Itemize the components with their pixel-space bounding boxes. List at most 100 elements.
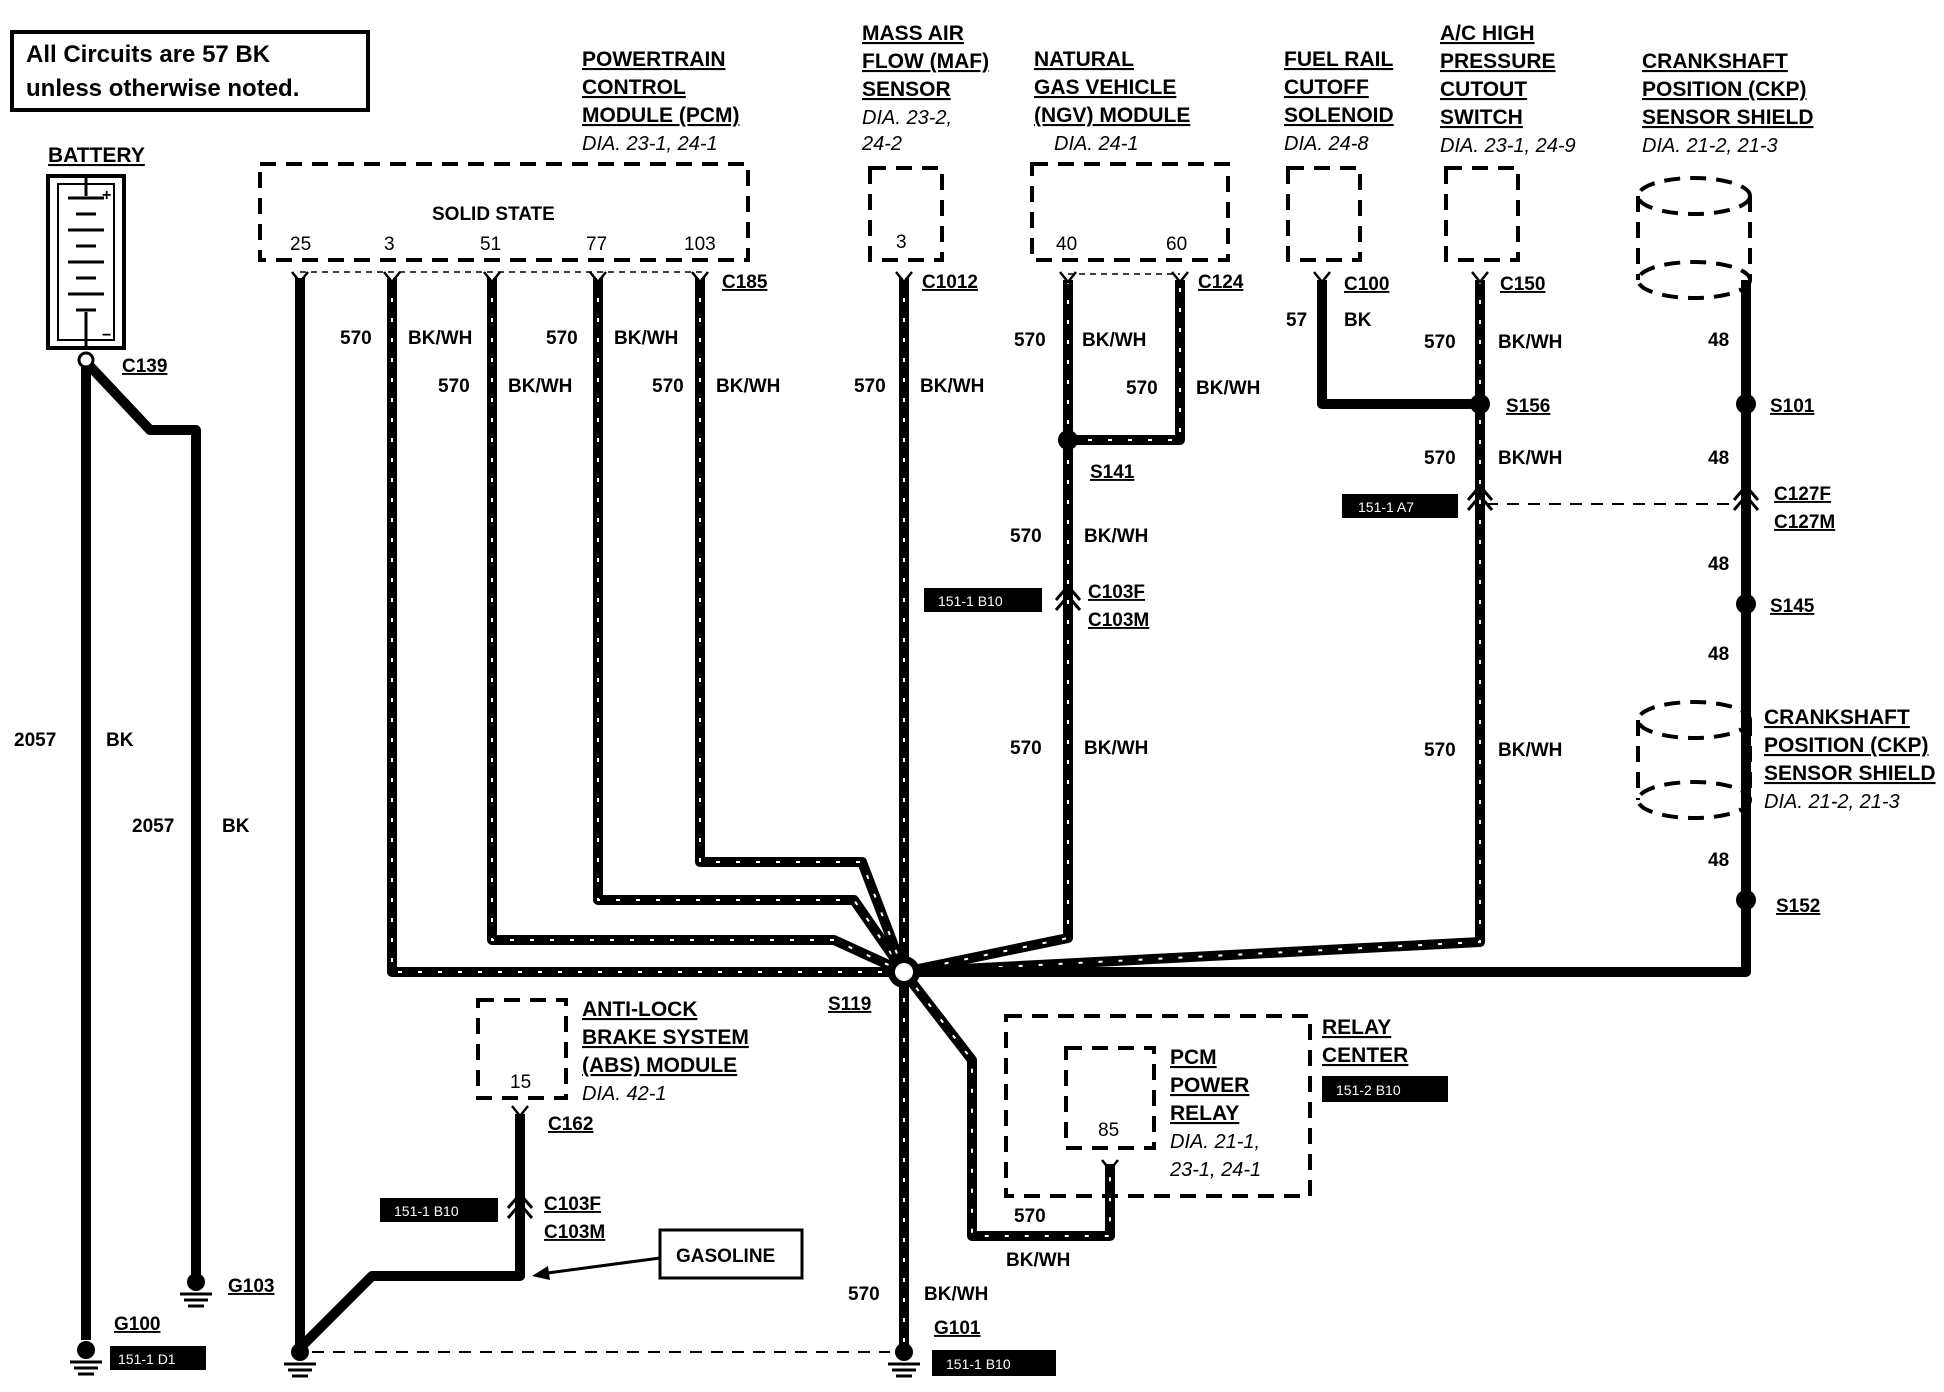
- pcm-solid-state: SOLID STATE: [432, 204, 555, 225]
- ground-icon: [180, 1292, 212, 1308]
- lbl-570: 570: [1424, 332, 1456, 353]
- battery: BATTERY + −: [46, 144, 145, 350]
- circuit-2057-b: 2057: [132, 816, 174, 837]
- battery-cells-icon: [68, 178, 104, 346]
- svg-text:S119: S119: [828, 994, 871, 1015]
- lbl-bkwh: BK/WH: [1498, 332, 1562, 353]
- lbl-bkwh: BK/WH: [508, 376, 572, 397]
- conn-c100: C100: [1344, 274, 1389, 295]
- ac-label-2: PRESSURE: [1440, 50, 1556, 73]
- ngv-module: NATURAL GAS VEHICLE (NGV) MODULE DIA. 24…: [1030, 48, 1244, 293]
- ground-icon: [888, 1362, 920, 1378]
- abs-label-3: (ABS) MODULE: [582, 1054, 737, 1077]
- ckp-label-2: POSITION (CKP): [1642, 78, 1807, 101]
- ngv-label-3: (NGV) MODULE: [1034, 104, 1190, 127]
- lbl-570: 570: [1010, 738, 1042, 759]
- lbl-570: 570: [854, 376, 886, 397]
- conn-c103f-ngv: C103F: [1088, 582, 1145, 603]
- ground-icon: [284, 1362, 316, 1378]
- ckp-label-3: SENSOR SHIELD: [1642, 106, 1814, 129]
- splice-s152: S152: [1736, 890, 1820, 917]
- reference-tags: 151-1 A7 151-1 B10 151-1 B10 151-1 B10: [380, 494, 1458, 1376]
- ngv-pin-40: 40: [1056, 234, 1077, 255]
- lbl-570: 570: [652, 376, 684, 397]
- ckp-sensor-shield-top: CRANKSHAFT POSITION (CKP) SENSOR SHIELD …: [1636, 50, 1814, 300]
- lbl-bkwh: BK/WH: [1498, 448, 1562, 469]
- relay-label-1: PCM: [1170, 1046, 1217, 1069]
- circuit-bk-a: BK: [106, 730, 134, 751]
- maf-label-1: MASS AIR: [862, 22, 964, 45]
- ground-g103: G103: [180, 1273, 274, 1308]
- lbl-bk: BK: [1344, 310, 1372, 331]
- lbl-48: 48: [1708, 644, 1729, 665]
- ac-cutout-switch: A/C HIGH PRESSURE CUTOUT SWITCH DIA. 23-…: [1440, 22, 1576, 295]
- svg-text:S152: S152: [1776, 896, 1820, 917]
- svg-text:S101: S101: [1770, 396, 1815, 417]
- fuelrail-dia: DIA. 24-8: [1284, 133, 1368, 155]
- lbl-48: 48: [1708, 554, 1729, 575]
- ac-label-4: SWITCH: [1440, 106, 1523, 129]
- ground-g100-label: G100: [114, 1314, 160, 1335]
- conn-c124: C124: [1198, 272, 1244, 293]
- pcm-pin-77: 77: [586, 234, 607, 255]
- lbl-bkwh: BK/WH: [924, 1284, 988, 1305]
- ac-label-1: A/C HIGH: [1440, 22, 1535, 45]
- ckp-mid-label-1: CRANKSHAFT: [1764, 706, 1910, 729]
- relay-label-3: RELAY: [1170, 1102, 1239, 1125]
- lbl-570: 570: [340, 328, 372, 349]
- maf-label-2: FLOW (MAF): [862, 50, 989, 73]
- conn-c127f: C127F: [1774, 484, 1831, 505]
- maf-label-3: SENSOR: [862, 78, 951, 101]
- lbl-48: 48: [1708, 330, 1729, 351]
- lbl-bkwh: BK/WH: [614, 328, 678, 349]
- conn-c103m-ngv: C103M: [1088, 610, 1149, 631]
- lbl-bkwh: BK/WH: [1084, 738, 1148, 759]
- lbl-570: 570: [1424, 448, 1456, 469]
- ac-dia: DIA. 23-1, 24-9: [1440, 135, 1576, 157]
- svg-text:S145: S145: [1770, 596, 1815, 617]
- lbl-bkwh: BK/WH: [1082, 330, 1146, 351]
- ref-151-2-b10: 151-2 B10: [1336, 1082, 1401, 1098]
- pcm-pin-3: 3: [384, 234, 395, 255]
- inline-connectors: [506, 483, 1760, 1219]
- ref-151-1-d1: 151-1 D1: [118, 1351, 176, 1367]
- ngv-label-2: GAS VEHICLE: [1034, 76, 1176, 99]
- abs-dia: DIA. 42-1: [582, 1083, 666, 1105]
- circuit-2057-a: 2057: [14, 730, 56, 751]
- lbl-570: 570: [438, 376, 470, 397]
- ref-151-1-b10-abs: 151-1 B10: [394, 1203, 459, 1219]
- splice-s101: S101: [1736, 394, 1815, 417]
- shield-icon: [1636, 176, 1752, 300]
- pcm-dia: DIA. 23-1, 24-1: [582, 133, 718, 155]
- splice-s156: S156: [1470, 394, 1550, 417]
- fuel-rail-solenoid: FUEL RAIL CUTOFF SOLENOID DIA. 24-8 C100: [1284, 48, 1394, 295]
- fuelrail-label-1: FUEL RAIL: [1284, 48, 1393, 71]
- maf-dia-2: 24-2: [861, 133, 902, 155]
- lbl-570: 570: [1014, 330, 1046, 351]
- conn-c162: C162: [548, 1114, 593, 1135]
- ckp-mid-dia: DIA. 21-2, 21-3: [1764, 791, 1900, 813]
- relay-dia-2: 23-1, 24-1: [1169, 1159, 1261, 1181]
- ckp-mid-label-2: POSITION (CKP): [1764, 734, 1929, 757]
- pcm-label-1: POWERTRAIN: [582, 48, 726, 71]
- ckp-mid-label-3: SENSOR SHIELD: [1764, 762, 1936, 785]
- pin-terminals: [291, 271, 1489, 1173]
- lbl-570: 570: [546, 328, 578, 349]
- fuelrail-label-3: SOLENOID: [1284, 104, 1394, 127]
- maf-pin-3: 3: [896, 232, 907, 253]
- ngv-pin-60: 60: [1166, 234, 1187, 255]
- abs-label-2: BRAKE SYSTEM: [582, 1026, 749, 1049]
- conn-c1012: C1012: [922, 272, 978, 293]
- circuit-bk-b: BK: [222, 816, 250, 837]
- lbl-570: 570: [848, 1284, 880, 1305]
- lbl-bkwh: BK/WH: [1196, 378, 1260, 399]
- ground-g103-label: G103: [228, 1276, 274, 1297]
- lbl-bkwh: BK/WH: [1084, 526, 1148, 547]
- gasoline-label: GASOLINE: [676, 1246, 775, 1267]
- splice-s145: S145: [1736, 594, 1815, 617]
- maf-dia-1: DIA. 23-2,: [862, 107, 952, 129]
- relay-label-2: POWER: [1170, 1074, 1249, 1097]
- ckp-label-1: CRANKSHAFT: [1642, 50, 1788, 73]
- relay-dia-1: DIA. 21-1,: [1170, 1131, 1260, 1153]
